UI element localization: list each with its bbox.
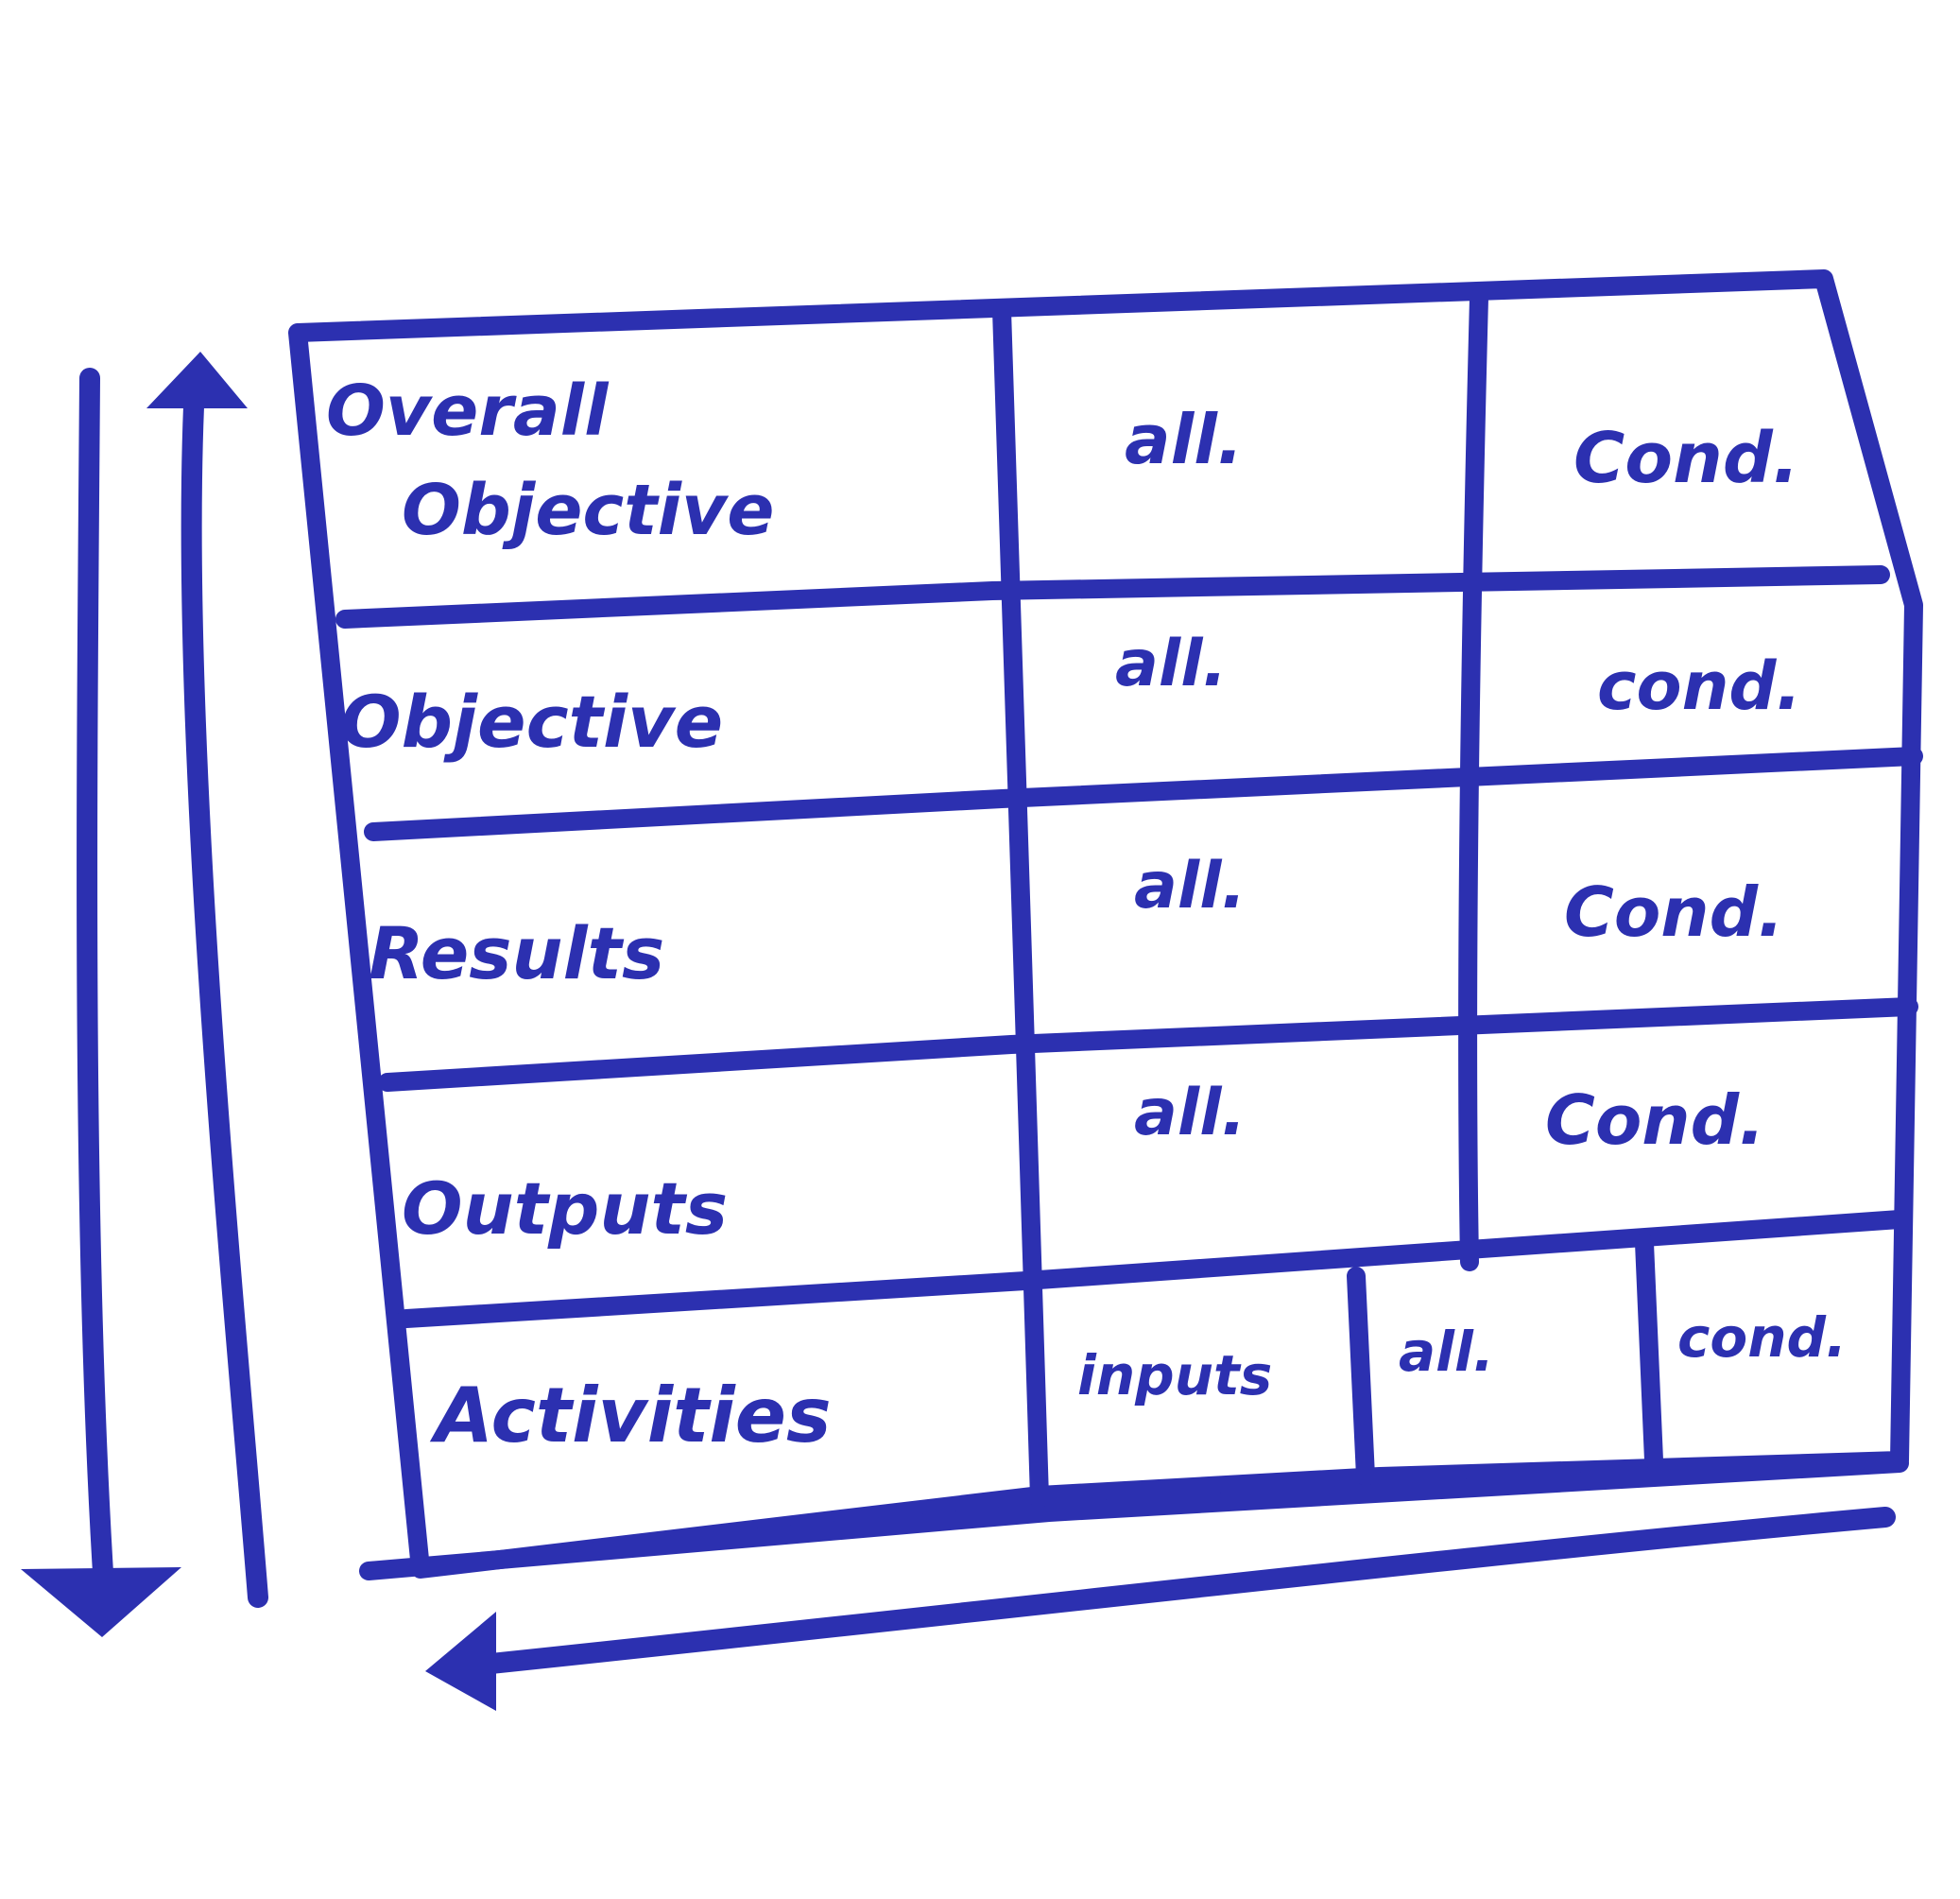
- row-divider-3: [378, 997, 1918, 1092]
- down-arrow: [21, 368, 181, 1637]
- row-label-overall-objective: Overall Objective: [326, 371, 774, 551]
- cell-outputs-cond: Cond.: [1545, 1080, 1764, 1160]
- column-divider-4: [1635, 1234, 1663, 1470]
- row-divider-2: [364, 747, 1923, 841]
- row-label-activities: Activities: [429, 1372, 832, 1459]
- row-label-results: Results: [369, 911, 664, 995]
- cell-activities-cond: cond.: [1677, 1305, 1847, 1370]
- row-label-objective: Objective: [340, 680, 723, 764]
- row-labels: Overall Objective Objective Results Outp…: [326, 371, 832, 1459]
- column-divider-3: [1347, 1267, 1375, 1486]
- activities-cells: inputs all. cond.: [1077, 1305, 1847, 1407]
- up-arrow: [146, 352, 268, 1608]
- middle-column: all. all. all. all.: [1115, 400, 1246, 1150]
- cell-results-all: all.: [1134, 849, 1246, 924]
- row-label-outputs: Outputs: [402, 1166, 728, 1251]
- cell-overall-objective-cond: Cond.: [1573, 418, 1799, 499]
- cell-outputs-all: all.: [1134, 1076, 1246, 1150]
- cell-results-cond: Cond.: [1564, 872, 1783, 952]
- logframe-table: [288, 269, 1923, 1580]
- table-base-line: [359, 1454, 1909, 1580]
- row-label-overall-objective-line-2: Objective: [402, 470, 774, 551]
- right-column: Cond. cond. Cond. Cond.: [1545, 418, 1801, 1160]
- column-divider-1: [992, 301, 1049, 1508]
- left-arrow: [425, 1507, 1896, 1711]
- cell-activities-inputs: inputs: [1077, 1343, 1272, 1407]
- cell-activities-all: all.: [1399, 1320, 1494, 1384]
- cell-objective-cond: cond.: [1597, 647, 1801, 725]
- cell-overall-objective-all: all.: [1125, 400, 1243, 479]
- row-label-overall-objective-line-1: Overall: [326, 371, 610, 452]
- row-divider-1: [335, 565, 1890, 629]
- column-divider-2: [1458, 288, 1488, 1271]
- cell-objective-all: all.: [1115, 627, 1227, 701]
